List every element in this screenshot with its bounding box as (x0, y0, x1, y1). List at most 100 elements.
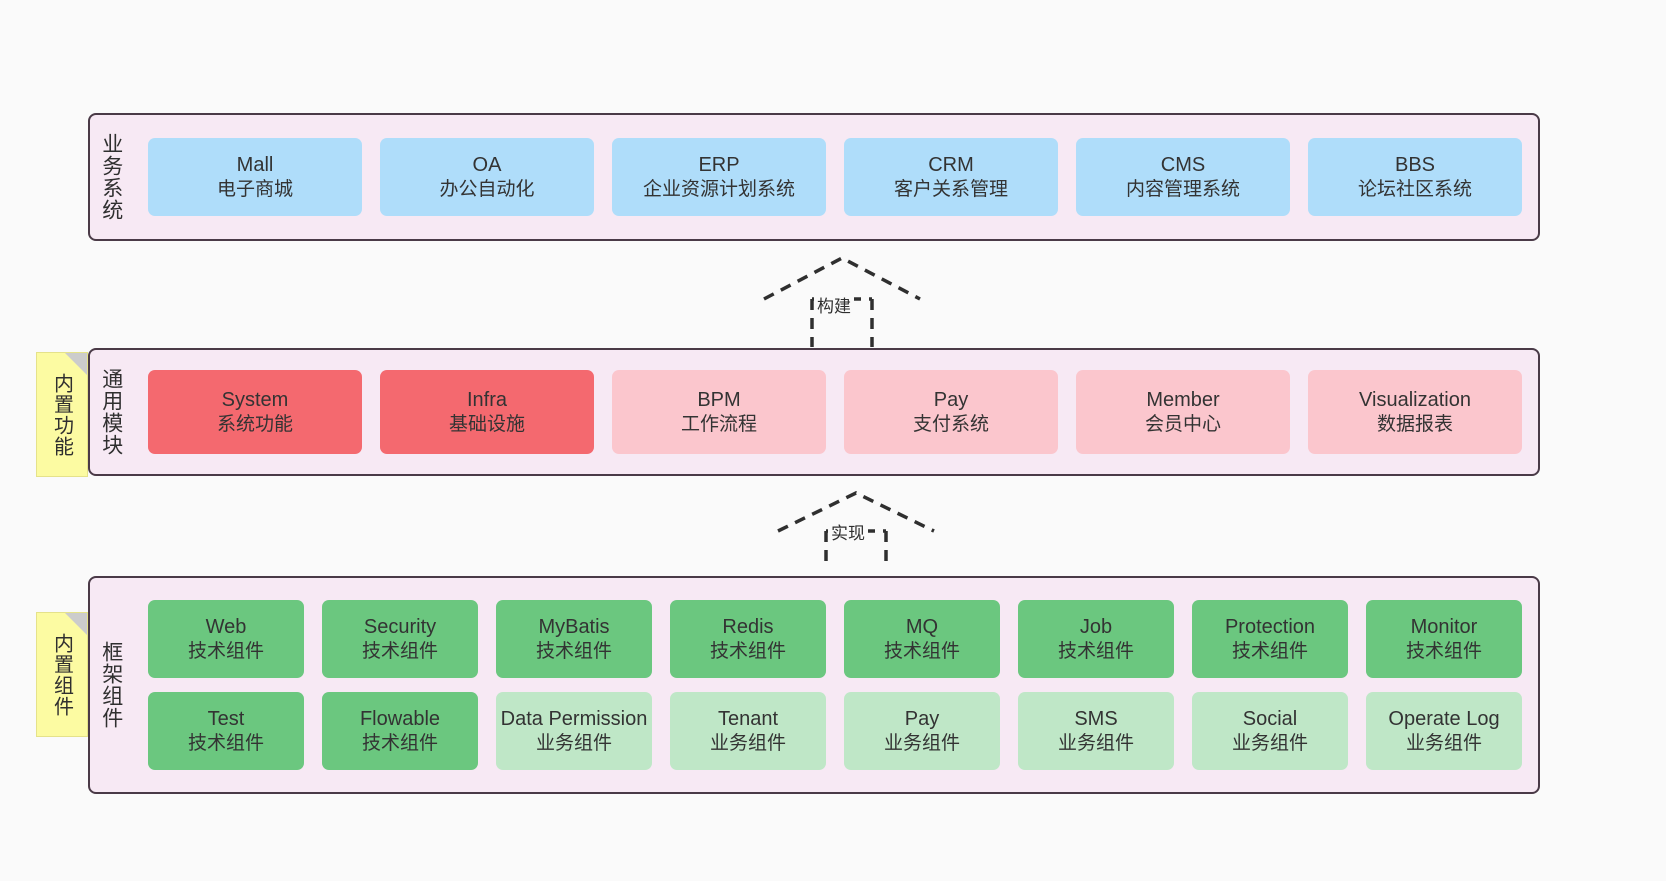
card-cn-label: 数据报表 (1376, 413, 1453, 435)
layer-framework-title: 框架组件 (99, 641, 123, 729)
layer-business-body: Mall 电子商城 OA 办公自动化 ERP 企业资源计划系统 CRM 客户关系… (132, 115, 1538, 239)
framework-card-data-permission[interactable]: Data Permission 业务组件 (496, 692, 652, 770)
business-card-erp[interactable]: ERP 企业资源计划系统 (612, 138, 826, 216)
note-label: 内置组件 (50, 632, 73, 717)
card-en-label: Pay (904, 707, 940, 730)
card-en-label: BPM (697, 388, 741, 411)
card-en-label: Pay (933, 388, 969, 411)
arrowhead-triangle-open (763, 256, 921, 301)
framework-card-security[interactable]: Security 技术组件 (322, 600, 478, 678)
card-cn-label: 业务组件 (883, 732, 960, 754)
card-cn-label: 技术组件 (1057, 640, 1134, 662)
card-en-label: MyBatis (538, 615, 610, 638)
card-cn-label: 业务组件 (535, 732, 612, 754)
card-cn-label: 电子商城 (216, 178, 293, 200)
card-cn-label: 客户关系管理 (893, 178, 1008, 200)
layer-common-title: 通用模块 (99, 368, 123, 456)
card-cn-label: 技术组件 (361, 640, 438, 662)
card-en-label: Protection (1224, 615, 1316, 638)
note-label: 内置功能 (50, 372, 73, 457)
card-en-label: BBS (1394, 153, 1436, 176)
layer-common-modules: 通用模块 System 系统功能 Infra 基础设施 BPM 工作流程 Pay… (88, 348, 1540, 476)
card-cn-label: 技术组件 (187, 732, 264, 754)
card-cn-label: 业务组件 (1057, 732, 1134, 754)
card-cn-label: 系统功能 (216, 413, 293, 435)
framework-card-social[interactable]: Social 业务组件 (1192, 692, 1348, 770)
note-builtin-function: 内置功能 (36, 352, 88, 477)
card-en-label: OA (472, 153, 502, 176)
common-card-member[interactable]: Member 会员中心 (1076, 370, 1290, 454)
card-cn-label: 基础设施 (448, 413, 525, 435)
common-card-bpm[interactable]: BPM 工作流程 (612, 370, 826, 454)
framework-card-web[interactable]: Web 技术组件 (148, 600, 304, 678)
framework-card-mybatis[interactable]: MyBatis 技术组件 (496, 600, 652, 678)
card-en-label: MQ (905, 615, 939, 638)
card-cn-label: 技术组件 (1405, 640, 1482, 662)
framework-card-test[interactable]: Test 技术组件 (148, 692, 304, 770)
business-card-bbs[interactable]: BBS 论坛社区系统 (1308, 138, 1522, 216)
framework-business-row: Test 技术组件 Flowable 技术组件 Data Permission … (148, 692, 1522, 770)
business-card-row: Mall 电子商城 OA 办公自动化 ERP 企业资源计划系统 CRM 客户关系… (148, 138, 1522, 216)
card-en-label: Mall (236, 153, 274, 176)
connector-build-label: 构建 (814, 292, 854, 317)
arrowhead-triangle-open (777, 491, 935, 533)
framework-card-operate-log[interactable]: Operate Log 业务组件 (1366, 692, 1522, 770)
business-card-oa[interactable]: OA 办公自动化 (380, 138, 594, 216)
card-cn-label: 支付系统 (912, 413, 989, 435)
framework-card-pay[interactable]: Pay 业务组件 (844, 692, 1000, 770)
card-cn-label: 办公自动化 (439, 178, 535, 200)
card-en-label: Visualization (1359, 388, 1471, 411)
card-en-label: Tenant (717, 707, 779, 730)
card-cn-label: 内容管理系统 (1125, 178, 1240, 200)
card-cn-label: 技术组件 (883, 640, 960, 662)
card-cn-label: 技术组件 (187, 640, 264, 662)
card-en-label: Monitor (1410, 615, 1478, 638)
framework-card-job[interactable]: Job 技术组件 (1018, 600, 1174, 678)
card-cn-label: 论坛社区系统 (1357, 178, 1472, 200)
layer-framework-body: Web 技术组件 Security 技术组件 MyBatis 技术组件 Redi… (132, 578, 1538, 792)
framework-card-mq[interactable]: MQ 技术组件 (844, 600, 1000, 678)
card-en-label: Infra (466, 388, 508, 411)
connector-implement: 实现 (766, 487, 946, 573)
card-cn-label: 技术组件 (361, 732, 438, 754)
connector-implement-label: 实现 (828, 519, 868, 544)
card-cn-label: 业务组件 (709, 732, 786, 754)
card-en-label: Data Permission (500, 707, 648, 730)
common-card-visualization[interactable]: Visualization 数据报表 (1308, 370, 1522, 454)
layer-framework-components: 框架组件 Web 技术组件 Security 技术组件 MyBatis 技术组件… (88, 576, 1540, 794)
business-card-crm[interactable]: CRM 客户关系管理 (844, 138, 1058, 216)
business-card-mall[interactable]: Mall 电子商城 (148, 138, 362, 216)
framework-card-monitor[interactable]: Monitor 技术组件 (1366, 600, 1522, 678)
card-en-label: Security (363, 615, 437, 638)
card-en-label: SMS (1074, 707, 1118, 730)
framework-card-sms[interactable]: SMS 业务组件 (1018, 692, 1174, 770)
framework-card-redis[interactable]: Redis 技术组件 (670, 600, 826, 678)
connector-build: 构建 (752, 252, 932, 352)
card-en-label: Redis (722, 615, 774, 638)
framework-card-flowable[interactable]: Flowable 技术组件 (322, 692, 478, 770)
business-card-cms[interactable]: CMS 内容管理系统 (1076, 138, 1290, 216)
card-en-label: Flowable (359, 707, 441, 730)
common-card-pay[interactable]: Pay 支付系统 (844, 370, 1058, 454)
card-en-label: Test (207, 707, 245, 730)
card-cn-label: 会员中心 (1144, 413, 1221, 435)
note-builtin-component: 内置组件 (36, 612, 88, 737)
card-en-label: CRM (928, 153, 974, 176)
card-en-label: ERP (698, 153, 740, 176)
common-card-system[interactable]: System 系统功能 (148, 370, 362, 454)
framework-card-tenant[interactable]: Tenant 业务组件 (670, 692, 826, 770)
card-en-label: Operate Log (1388, 707, 1500, 730)
layer-common-body: System 系统功能 Infra 基础设施 BPM 工作流程 Pay 支付系统… (132, 350, 1538, 474)
framework-tech-row: Web 技术组件 Security 技术组件 MyBatis 技术组件 Redi… (148, 600, 1522, 678)
card-en-label: Web (205, 615, 247, 638)
card-en-label: CMS (1160, 153, 1206, 176)
card-cn-label: 技术组件 (1231, 640, 1308, 662)
card-cn-label: 业务组件 (1405, 732, 1482, 754)
card-en-label: Member (1146, 388, 1220, 411)
framework-card-protection[interactable]: Protection 技术组件 (1192, 600, 1348, 678)
card-en-label: Social (1242, 707, 1298, 730)
common-card-infra[interactable]: Infra 基础设施 (380, 370, 594, 454)
layer-business-title: 业务系统 (99, 133, 123, 221)
card-en-label: Job (1079, 615, 1113, 638)
common-card-row: System 系统功能 Infra 基础设施 BPM 工作流程 Pay 支付系统… (148, 370, 1522, 454)
